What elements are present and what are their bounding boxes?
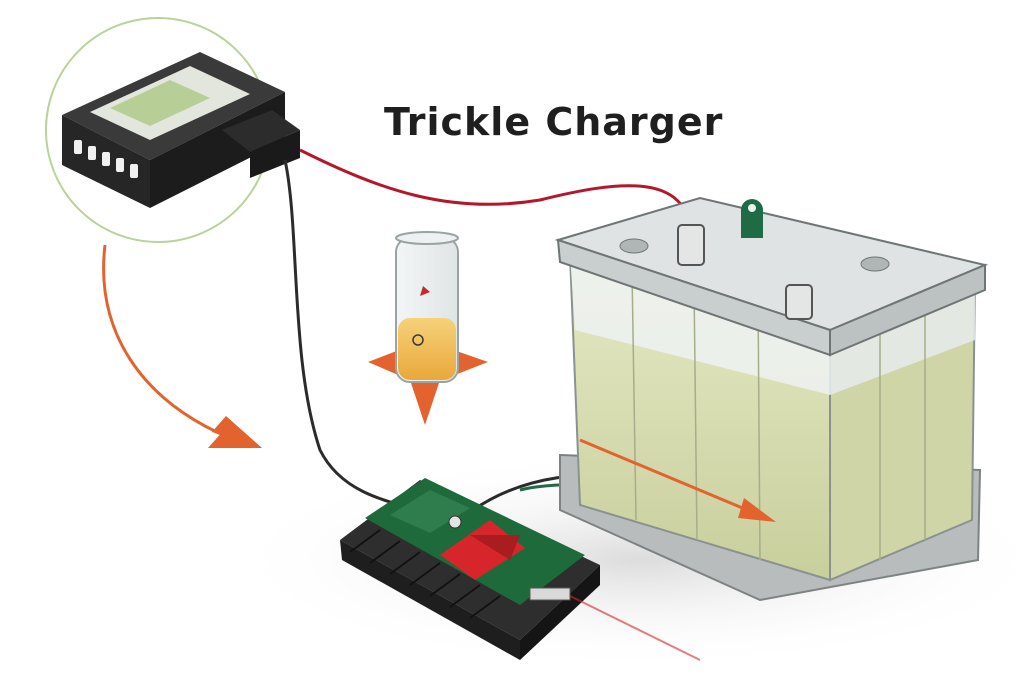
charger-box-icon bbox=[62, 52, 300, 208]
diagram-title: Trickle Charger bbox=[384, 100, 724, 144]
circuit-board-icon bbox=[340, 478, 701, 661]
test-tube-icon bbox=[368, 231, 488, 425]
flow-arrow-left bbox=[102, 244, 262, 448]
black-wire-charger bbox=[283, 159, 421, 512]
battery-icon bbox=[554, 196, 989, 602]
red-wire bbox=[299, 148, 692, 226]
